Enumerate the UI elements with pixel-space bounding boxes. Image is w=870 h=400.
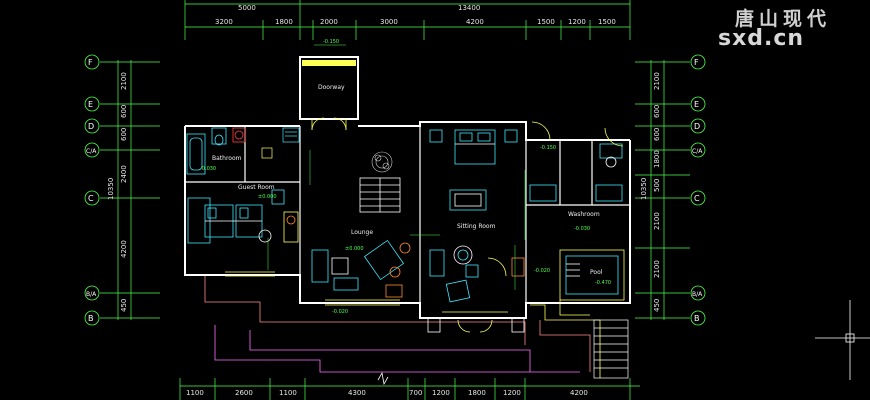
bottom-dim-9: 4200 [570,389,588,397]
bottom-dim-8: 1200 [503,389,521,397]
left-dimension-chain [100,60,160,320]
top-dim-seg-4: 3000 [380,18,398,26]
guest-room-window [225,271,275,277]
watermark-chinese-text: 唐山现代 [735,8,832,30]
room-label-lounge: Lounge [351,229,373,236]
internal-dimension-marks [267,150,526,290]
left-dim-2: 600 [120,105,128,118]
watermark-brand-text: sxd.cn [718,26,805,51]
right-dim-7: 2100 [653,260,661,278]
room-label-bathroom: Bathroom [212,155,242,162]
room-label-guest-room: Guest Room [238,184,275,191]
lounge-plant [371,151,393,173]
bottom-dim-1: 1100 [186,389,204,397]
right-dim-2: 600 [653,105,661,118]
left-dim-6: 450 [120,299,128,312]
left-axis-e: E [88,100,93,109]
room-label-pool: Pool [590,269,603,276]
left-axis-ba: B/A [86,291,97,298]
ucs-crosshair-icon [815,300,870,380]
sitting-room-bed-area [429,129,518,211]
right-axis-f: F [694,58,699,67]
top-dim-seg-7: 1200 [568,18,586,26]
washroom-fixtures [529,121,624,202]
right-dim-values: 2100 600 600 1800 500 10350 2100 2100 45… [640,72,661,312]
terrace-outline [204,275,601,378]
bottom-dim-3: 1100 [279,389,297,397]
right-axis-e: E [694,100,699,109]
right-axis-d: D [694,122,700,131]
right-dim-3: 600 [653,128,661,141]
exterior-walls [184,56,631,319]
right-axis-ca: C/A [692,148,703,155]
bathroom-fixtures [186,127,246,175]
doorway-block [302,60,356,131]
left-axis-f: F [88,58,93,67]
elev-pool-1: -0.020 [534,268,550,274]
left-dim-5: 4200 [120,240,128,258]
top-dim-seg-6: 1500 [537,18,555,26]
right-axis-b: B [694,314,700,323]
top-dim-seg-8: 1500 [598,18,616,26]
top-dim-seg-1: 3200 [215,18,233,26]
left-axis-b: B [88,314,94,323]
top-dim-seg-3: 2000 [320,18,338,26]
pool-basin [559,249,625,301]
right-dim-4: 1800 [653,150,661,168]
elev-doorway: -0.150 [323,39,339,45]
left-axis-ca: C/A [86,148,97,155]
top-dim-overall-1: 5000 [238,4,256,12]
break-line-icon [377,371,389,386]
right-dim-6: 2100 [653,212,661,230]
elev-bathroom: -0.030 [200,166,216,172]
bottom-dim-7: 1800 [468,389,486,397]
bottom-dimension-chain [179,378,640,400]
room-label-washroom: Washroom [568,211,600,218]
lounge-window [325,299,400,306]
elev-pool-2: -0.470 [595,280,611,286]
right-axis-ba: B/A [692,291,703,298]
exterior-stair [593,319,629,379]
room-label-sitting-room: Sitting Room [457,223,496,230]
interior-walls [185,122,630,303]
left-dim-4: 2400 [120,165,128,183]
room-label-doorway: Doorway [318,84,345,91]
left-dim-1: 2100 [120,72,128,90]
bottom-dim-6: 1200 [432,389,450,397]
elev-bottom: -0.020 [332,309,348,315]
right-dim-5: 500 [653,179,661,192]
left-axis-d: D [88,122,94,131]
elev-washroom-1: -0.150 [540,145,556,151]
elev-guest-room: ±0.000 [258,194,277,200]
right-dim-total: 10350 [640,178,648,200]
left-dim-values: 2100 600 600 2400 10350 4200 450 [107,72,128,312]
lounge-sofa-set [311,239,411,298]
elev-lounge: ±0.000 [345,246,364,252]
utility-closet [261,127,300,159]
left-dim-3: 600 [120,128,128,141]
right-dimension-chain [635,60,690,320]
top-dim-seg-5: 4200 [466,18,484,26]
bottom-dim-2: 2600 [235,389,253,397]
right-axis-c: C [694,194,700,203]
right-dim-1: 2100 [653,72,661,90]
lounge-stair [359,177,401,213]
sitting-room-window [427,311,525,333]
bottom-dim-4: 4300 [348,389,366,397]
left-axis-c: C [88,194,94,203]
right-dim-8: 450 [653,299,661,312]
top-dim-seg-2: 1800 [275,18,293,26]
left-axis-bubbles [84,54,100,326]
guest-room-furniture [187,189,299,244]
sitting-room-lounge-chairs [429,245,525,303]
right-axis-bubbles [690,54,706,326]
top-dim-overall-2: 13400 [458,4,480,12]
top-dimension-chain [184,0,631,40]
left-dim-total: 10350 [107,178,115,200]
bottom-dim-5: 700 [409,389,422,397]
elev-washroom-2: -0.030 [574,226,590,232]
